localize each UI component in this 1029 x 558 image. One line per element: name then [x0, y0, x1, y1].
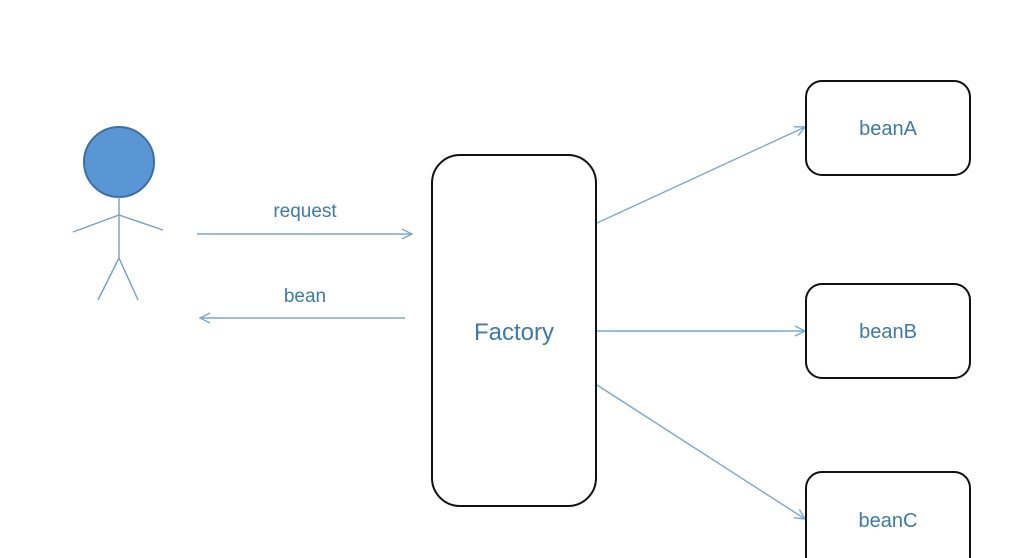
bean-box-a-label: beanA — [859, 118, 917, 140]
actor-head — [83, 126, 155, 198]
bean-box-b: beanB — [805, 283, 971, 379]
arrow-to-beanA — [596, 127, 805, 224]
actor-leg-left — [97, 257, 120, 301]
actor-arm-right — [118, 214, 164, 231]
factory-label: Factory — [474, 319, 554, 346]
bean-box-c-frame — [805, 471, 971, 558]
bean-box-b-frame — [805, 283, 971, 379]
actor-figure — [72, 126, 164, 301]
actor-arm-left — [72, 214, 120, 233]
bean-box-a-frame — [805, 80, 971, 176]
bean-box-c-label: beanC — [859, 510, 918, 532]
bean-box-c: beanC — [805, 471, 971, 558]
bean-box-b-label: beanB — [859, 321, 917, 343]
actor-leg-right — [118, 257, 139, 301]
bean-box-a: beanA — [805, 80, 971, 176]
bean-return-label: bean — [284, 286, 326, 307]
request-label: request — [273, 201, 337, 222]
factory-box — [431, 154, 597, 507]
arrow-to-beanC — [596, 384, 805, 519]
